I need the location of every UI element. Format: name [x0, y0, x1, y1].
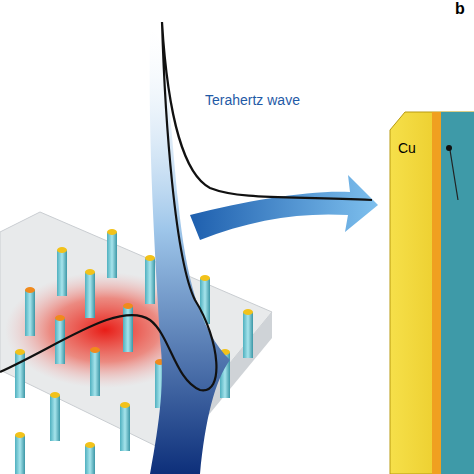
pillar-body — [15, 435, 25, 474]
pillar-body — [25, 290, 35, 336]
pillar-top — [145, 255, 155, 261]
pillar-top — [57, 247, 67, 253]
pillar-body — [15, 352, 25, 398]
pillar-top — [25, 287, 35, 293]
pillar-top — [107, 229, 117, 235]
pillar-body — [120, 405, 130, 451]
wave-label: Terahertz wave — [205, 92, 300, 108]
marker-dot — [446, 145, 452, 151]
pillar-top — [200, 275, 210, 281]
pillar-top — [90, 347, 100, 353]
pillar-body — [85, 445, 95, 474]
pillar-top — [15, 432, 25, 438]
pillar-top — [85, 442, 95, 448]
pillar-top — [85, 269, 95, 275]
core-layer — [441, 112, 474, 474]
pillar-body — [145, 258, 155, 304]
pillar-top — [15, 349, 25, 355]
panel-letter: b — [455, 0, 465, 18]
pillar-body — [85, 272, 95, 318]
thz-waveform — [0, 22, 372, 390]
pillar-top — [243, 309, 253, 315]
substrate-top — [0, 212, 272, 448]
pillar-top — [50, 392, 60, 398]
pillar-body — [243, 312, 253, 358]
pillar-top — [123, 303, 133, 309]
cu-layer — [390, 112, 474, 474]
pillar-body — [90, 350, 100, 396]
pillar-top — [120, 402, 130, 408]
pillar-body — [57, 250, 67, 296]
pillar-body — [50, 395, 60, 441]
material-label: Cu — [398, 140, 416, 156]
propagation-arrow — [190, 175, 378, 240]
pillar-top — [55, 315, 65, 321]
leader-line — [450, 150, 458, 200]
dielectric-layer — [432, 112, 441, 474]
pillar-body — [123, 306, 133, 352]
pillar-body — [107, 232, 117, 278]
